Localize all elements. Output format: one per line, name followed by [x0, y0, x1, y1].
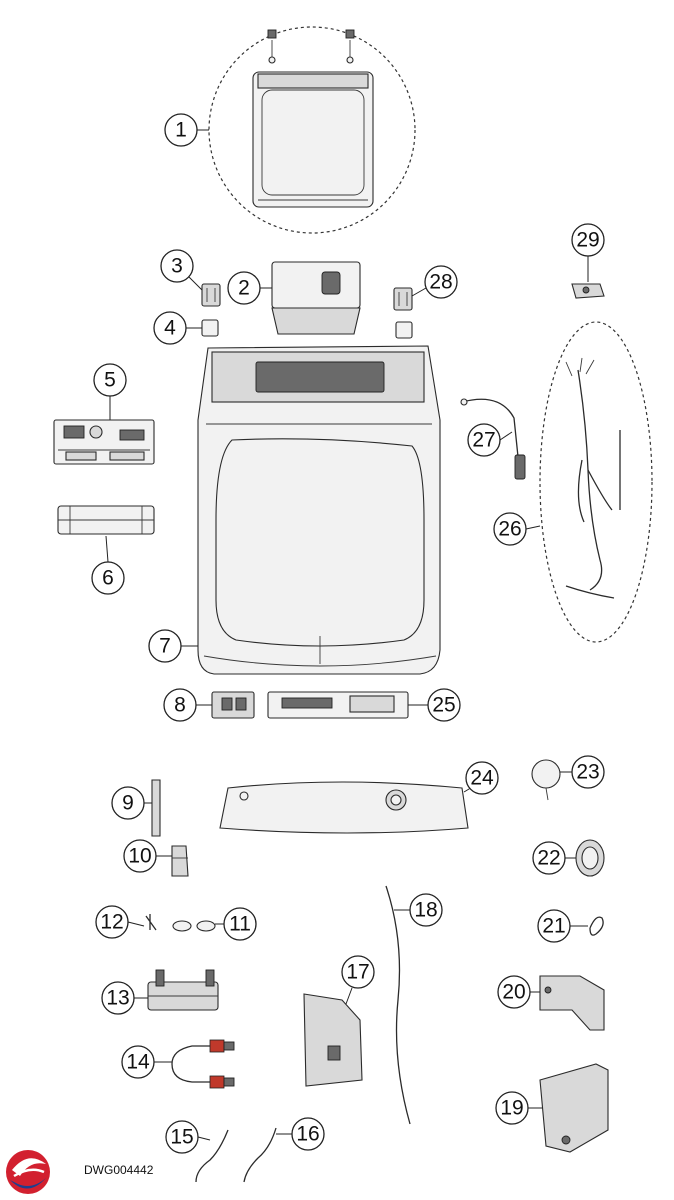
callout-10: 10 [123, 839, 157, 873]
svg-text:14: 14 [126, 1051, 150, 1074]
callout-23: 23 [571, 755, 605, 789]
svg-text:16: 16 [296, 1123, 319, 1146]
svg-text:24: 24 [470, 767, 494, 790]
callout-11: 11 [223, 907, 257, 941]
svg-text:15: 15 [170, 1126, 193, 1149]
callout-22: 22 [532, 841, 566, 875]
callout-17: 17 [341, 955, 375, 989]
part-22-gear [575, 839, 605, 877]
callout-2: 2 [227, 271, 261, 305]
part-7-top-cover [197, 345, 441, 675]
part-16-hose [243, 1127, 277, 1183]
callout-21: 21 [537, 909, 571, 943]
callout-12: 12 [95, 905, 129, 939]
svg-text:21: 21 [542, 915, 565, 938]
pad-right [395, 321, 413, 339]
callout-7: 7 [148, 629, 182, 663]
callout-26: 26 [493, 512, 527, 546]
svg-text:9: 9 [122, 792, 134, 815]
svg-text:10: 10 [128, 845, 151, 868]
part-9-strip [151, 779, 161, 837]
part-10-bracket [171, 845, 189, 877]
part-15-hose [195, 1129, 229, 1183]
callout-16: 16 [291, 1117, 325, 1151]
part-6-filter [57, 505, 155, 535]
part-28-hinge [393, 287, 413, 311]
svg-text:7: 7 [159, 635, 171, 658]
part-2-dispenser [271, 261, 361, 335]
callout-15: 15 [165, 1120, 199, 1154]
part-20-bracket [539, 975, 605, 1031]
callout-1: 1 [164, 113, 198, 147]
svg-text:18: 18 [414, 899, 437, 922]
callout-5: 5 [93, 363, 127, 397]
svg-text:29: 29 [576, 229, 599, 252]
svg-text:25: 25 [432, 694, 455, 717]
callout-20: 20 [497, 975, 531, 1009]
callout-18: 18 [409, 893, 443, 927]
svg-text:23: 23 [576, 761, 599, 784]
callout-3: 3 [160, 249, 194, 283]
svg-text:3: 3 [171, 255, 183, 278]
svg-text:22: 22 [537, 847, 560, 870]
svg-text:5: 5 [104, 369, 116, 392]
callout-8: 8 [163, 688, 197, 722]
part-23-knob [531, 759, 561, 801]
part-4-pad [201, 319, 219, 337]
part-18-cable [385, 885, 411, 1125]
part-27-sensor [460, 398, 526, 480]
brand-logo [6, 1150, 50, 1194]
part-14-u-hose [171, 1039, 235, 1089]
callout-9: 9 [111, 786, 145, 820]
svg-text:8: 8 [174, 694, 186, 717]
svg-text:13: 13 [106, 987, 129, 1010]
callout-25: 25 [427, 688, 461, 722]
part-17-panel [303, 993, 363, 1087]
svg-text:12: 12 [100, 911, 123, 934]
callouts: 1 2 3 4 5 6 7 8 9 10 11 12 13 [91, 113, 605, 1154]
part-11-washers [172, 920, 216, 932]
part-8-switch-module [211, 691, 255, 719]
part-29-bracket [571, 283, 605, 299]
callout-4: 4 [153, 311, 187, 345]
part-26-wire-harness [539, 321, 653, 643]
part-24-control-panel [219, 781, 469, 834]
callout-6: 6 [91, 561, 125, 595]
svg-text:20: 20 [502, 981, 525, 1004]
callout-29: 29 [571, 223, 605, 257]
drawing-code: DWG004442 [84, 1163, 154, 1177]
svg-text:4: 4 [164, 317, 176, 340]
callout-19: 19 [495, 1091, 529, 1125]
callout-13: 13 [101, 981, 135, 1015]
svg-text:28: 28 [429, 271, 452, 294]
svg-text:2: 2 [238, 277, 250, 300]
svg-text:1: 1 [175, 119, 187, 142]
part-19-bracket [539, 1063, 609, 1153]
svg-text:26: 26 [498, 518, 521, 541]
part-25-display-board [267, 691, 409, 719]
part-12-pin [145, 914, 157, 931]
part-1-lid-assembly [208, 26, 416, 234]
callout-27: 27 [467, 423, 501, 457]
callout-14: 14 [121, 1045, 155, 1079]
svg-text:19: 19 [500, 1097, 523, 1120]
part-21-clip [589, 916, 604, 936]
part-3-hinge [201, 283, 221, 307]
svg-text:11: 11 [229, 913, 251, 936]
part-13-inlet-valve [147, 969, 219, 1011]
svg-text:6: 6 [102, 567, 114, 590]
svg-text:17: 17 [346, 961, 369, 984]
svg-text:27: 27 [472, 429, 495, 452]
callout-28: 28 [424, 265, 458, 299]
callout-24: 24 [465, 761, 499, 795]
part-5-control-board [53, 419, 155, 465]
